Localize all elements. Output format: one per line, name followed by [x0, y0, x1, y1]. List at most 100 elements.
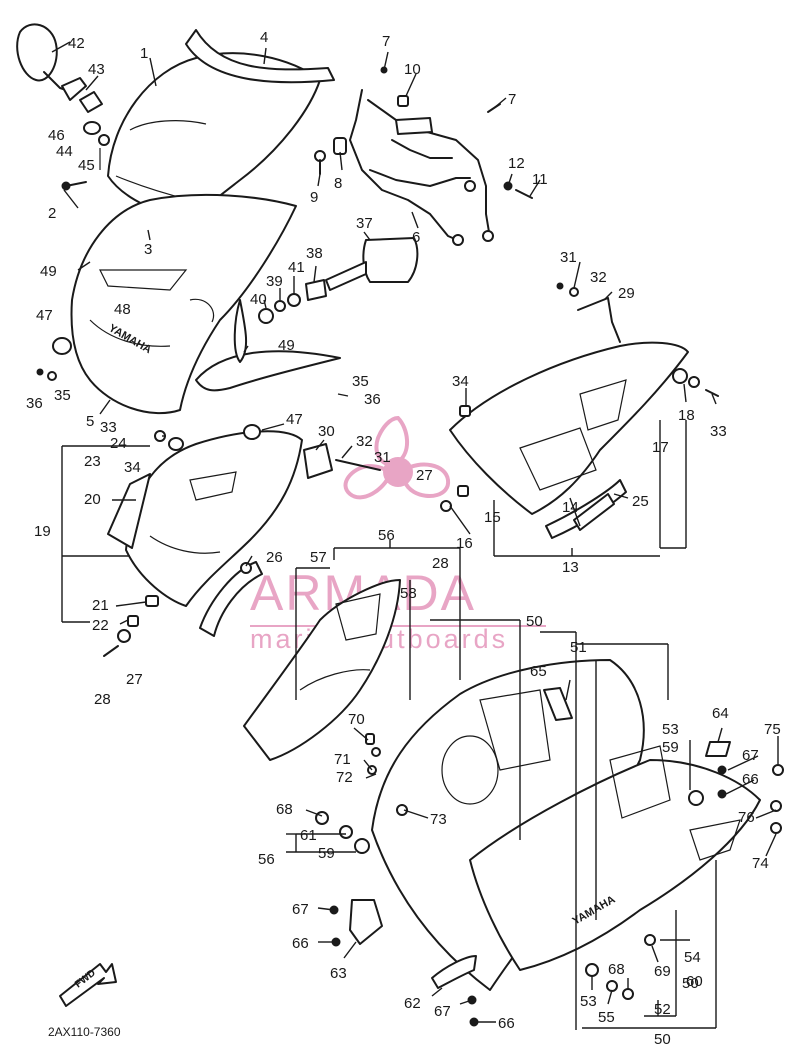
callout-label: 75 — [764, 721, 781, 738]
callout-label: 16 — [456, 535, 473, 552]
callout-label: 8 — [334, 175, 342, 192]
callout-label: 50 — [682, 975, 699, 992]
callout-label: 7 — [382, 33, 390, 50]
callout-label: 35 — [54, 387, 71, 404]
callout-label: 48 — [114, 301, 131, 318]
callout-label: 30 — [318, 423, 335, 440]
callout-label: 9 — [310, 189, 318, 206]
fwd-arrow-icon: FWD — [59, 963, 117, 1007]
callout-label: 64 — [712, 705, 729, 722]
part-right-cowling-13 — [449, 341, 689, 515]
callout-label: 36 — [26, 395, 43, 412]
callout-label: 29 — [618, 285, 635, 302]
callout-label: 50 — [654, 1031, 671, 1048]
callout-label: 7 — [508, 91, 516, 108]
callout-label: 56 — [378, 527, 395, 544]
callout-label: 59 — [318, 845, 335, 862]
callout-label: 58 — [400, 585, 417, 602]
callout-label: 67 — [434, 1003, 451, 1020]
part-rear-mirror-42 — [16, 23, 87, 101]
callout-label: 11 — [532, 171, 548, 188]
part-bracket-64-65 — [543, 687, 731, 757]
callout-label: 27 — [126, 671, 143, 688]
part-stay-frame-6 — [349, 89, 494, 246]
callout-label: 22 — [92, 617, 109, 634]
callout-label: 13 — [562, 559, 579, 576]
leader-lines — [51, 41, 779, 1030]
callout-label: 25 — [632, 493, 649, 510]
part-upper-cowling-5: YAMAHA — [70, 193, 297, 415]
callout-label: 32 — [356, 433, 373, 450]
callout-label: 56 — [258, 851, 275, 868]
part-lower-fairing-51-52: YAMAHA — [469, 745, 761, 971]
callout-label: 41 — [288, 259, 305, 276]
callout-label: 35 — [352, 373, 369, 390]
callout-label: 38 — [306, 245, 323, 262]
callout-label: 46 — [48, 127, 65, 144]
part-trim-4 — [185, 29, 335, 84]
callout-label: 4 — [260, 29, 268, 46]
part-hardware-43-46 — [79, 91, 110, 170]
callout-label: 59 — [662, 739, 679, 756]
diagram-code: 2AX110-7360 — [48, 1025, 121, 1039]
part-hardware-31-34-right — [440, 282, 719, 512]
callout-label: 10 — [404, 61, 421, 78]
callout-label: 52 — [654, 1001, 671, 1018]
callout-label: 43 — [88, 61, 105, 78]
callout-label: 45 — [78, 157, 95, 174]
part-screw-36a-35a — [36, 368, 57, 381]
callout-label: 62 — [404, 995, 421, 1012]
callout-label: 14 — [562, 499, 579, 516]
callout-label: 32 — [590, 269, 607, 286]
callout-label: 3 — [144, 241, 152, 258]
callout-label: 6 — [412, 229, 420, 246]
callout-label: 15 — [484, 509, 501, 526]
part-bracket-14-25 — [545, 479, 627, 539]
callout-label: 49 — [40, 263, 57, 280]
callout-label: 2 — [48, 205, 56, 222]
callout-label: 55 — [598, 1009, 615, 1026]
callout-label: 23 — [84, 453, 101, 470]
part-mirror-37 — [325, 237, 419, 291]
callout-label: 76 — [738, 809, 755, 826]
callout-label: 61 — [300, 827, 317, 844]
callout-label: 72 — [336, 769, 353, 786]
callout-label: 28 — [432, 555, 449, 572]
callout-label: 47 — [286, 411, 303, 428]
callout-label: 39 — [266, 273, 283, 290]
part-hardware-21-22-27-28-left — [103, 424, 261, 657]
part-stay-29 — [577, 297, 621, 343]
callout-label: 54 — [684, 949, 701, 966]
callout-label: 73 — [430, 811, 447, 828]
callout-label: 68 — [276, 801, 293, 818]
part-screw-2 — [61, 181, 87, 191]
callout-label: 24 — [110, 435, 127, 452]
callout-label: 67 — [292, 901, 309, 918]
callout-label: 57 — [310, 549, 327, 566]
part-bracket-62 — [431, 955, 477, 989]
callout-label: 20 — [84, 491, 101, 508]
callout-label: 53 — [662, 721, 679, 738]
callout-label: 31 — [374, 449, 391, 466]
callout-label: 47 — [36, 307, 53, 324]
callout-label: 66 — [742, 771, 759, 788]
callout-label: 18 — [678, 407, 695, 424]
callout-label: 44 — [56, 143, 73, 160]
callout-label: 17 — [652, 439, 669, 456]
callout-label: 21 — [92, 597, 109, 614]
callout-label: 69 — [654, 963, 671, 980]
part-hardware-lower — [315, 733, 784, 1027]
callout-label: 67 — [742, 747, 759, 764]
callout-label: 19 — [34, 523, 51, 540]
parts-layer: YAMAHA — [16, 23, 784, 1027]
callout-label: 49 — [278, 337, 295, 354]
callout-label: 50 — [526, 613, 543, 630]
callout-label: 63 — [330, 965, 347, 982]
callout-label: 36 — [364, 391, 381, 408]
callout-label: 5 — [86, 413, 94, 430]
part-bracket-26 — [199, 561, 263, 637]
callout-label: 34 — [124, 459, 141, 476]
callout-label: 31 — [560, 249, 577, 266]
callout-label: 40 — [250, 291, 267, 308]
